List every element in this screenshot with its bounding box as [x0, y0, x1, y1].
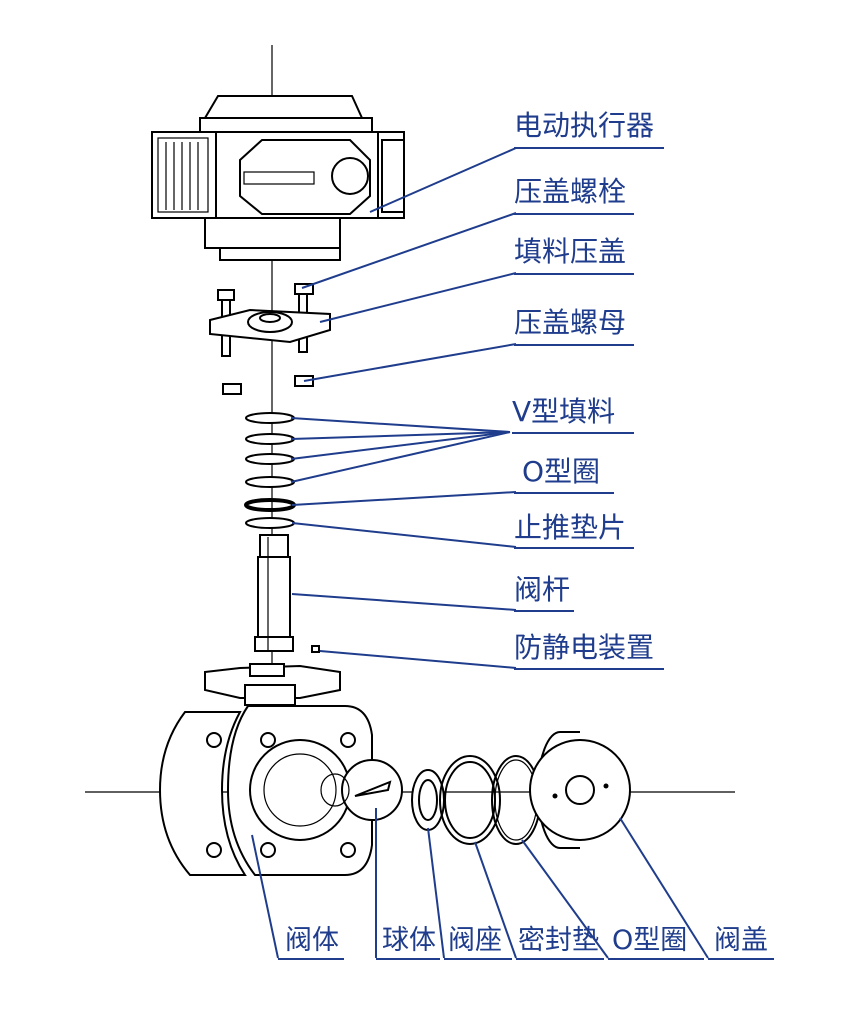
label-ball: 球体	[382, 925, 436, 956]
actuator-drawing	[151, 95, 405, 261]
underline-ball	[376, 958, 440, 960]
label-bonnet: 阀盖	[714, 925, 768, 956]
ball-drawing	[320, 759, 403, 821]
nuts-drawing	[222, 375, 314, 395]
label-o-ring-bottom: O型圈	[612, 925, 688, 956]
valve-body-drawing	[158, 663, 373, 876]
label-v-packing: V型填料	[512, 395, 616, 428]
label-o-ring-stem: O型圈	[522, 455, 601, 488]
label-antistatic: 防静电装置	[514, 631, 655, 664]
underline-stem	[514, 610, 574, 612]
label-body: 阀体	[285, 925, 339, 956]
underline-actuator	[514, 147, 664, 149]
label-gland-nut: 压盖螺母	[514, 306, 627, 339]
label-thrust-washer: 止推垫片	[514, 511, 627, 544]
underline-gland-nut	[514, 344, 634, 346]
underline-o-ring-bottom	[608, 958, 704, 960]
underline-v-packing	[512, 432, 634, 434]
bonnet-drawing	[529, 731, 631, 849]
label-gasket: 密封垫	[518, 925, 599, 956]
leader-lines	[251, 147, 709, 959]
label-seat: 阀座	[448, 925, 502, 956]
underline-gland-bolt	[514, 213, 634, 215]
gland-drawing	[209, 283, 331, 357]
underline-seat	[444, 958, 512, 960]
label-actuator: 电动执行器	[514, 109, 655, 142]
label-gland-bolt: 压盖螺栓	[514, 175, 627, 208]
underline-body	[278, 958, 344, 960]
stem-drawing	[254, 534, 320, 653]
label-packing-gland: 填料压盖	[514, 235, 627, 268]
label-stem: 阀杆	[514, 573, 571, 606]
underline-gasket	[516, 958, 604, 960]
underline-packing-gland	[514, 273, 634, 275]
underline-antistatic	[514, 668, 664, 670]
underline-o-ring-stem	[514, 492, 614, 494]
underline-thrust-washer	[514, 547, 634, 549]
packing-rings-drawing	[244, 412, 296, 529]
underline-bonnet	[708, 958, 774, 960]
